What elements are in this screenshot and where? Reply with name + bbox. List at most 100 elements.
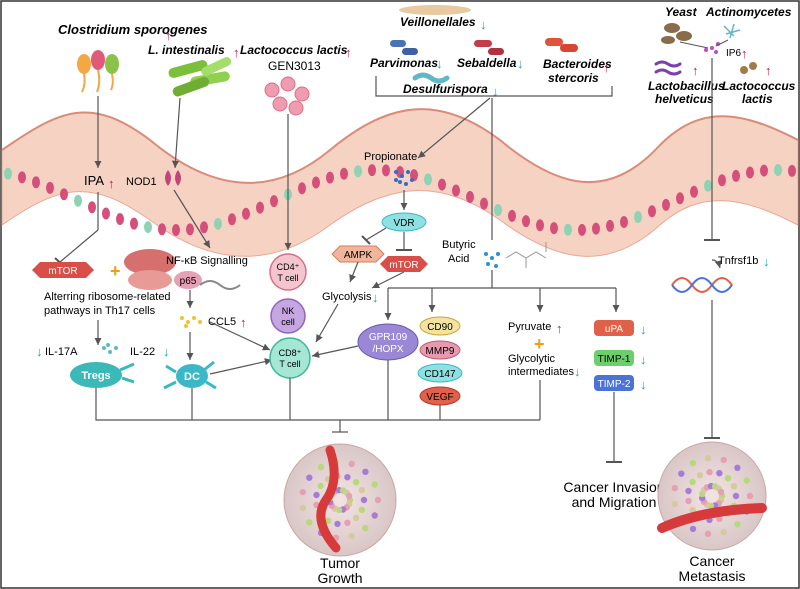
cd90-label: CD90 [427,322,453,333]
cd147-label: CD147 [424,369,456,380]
clostridium-label-1: Clostridium sporogenes [58,22,208,37]
tumor-cell [371,512,378,519]
tumor-cell [362,468,369,475]
tumor-label-1: Tumor [320,555,360,571]
epithelial-nucleus [130,217,138,230]
invasion-label-2: and Migration [572,494,657,510]
ribosome-text-2: pathways in Th17 cells [44,305,156,317]
tumor-cell [358,506,366,513]
tumor-cell [344,474,351,481]
up-arrow-icon: ↑ [556,321,563,336]
cd4-t-cell: CD4⁺ T cell [269,253,307,291]
epithelial-nucleus [480,197,488,210]
il22-label: IL-22 [130,346,155,358]
tumor-cell [689,459,697,467]
tumor-cell [696,472,704,479]
coccus-bacteria-icon [264,76,310,116]
tumor-cell [334,520,341,528]
tumor-cell [678,470,685,477]
down-arrow-icon: ↓ [640,377,647,392]
tumor-cell [299,488,306,496]
tumor-cell [720,456,727,464]
lactococcus-label: Lactococcus lactis [240,43,348,57]
dna-icon [671,277,733,293]
upa-node: uPA [594,320,634,336]
bacteroides-icon [545,38,578,52]
epithelial-nucleus [340,167,348,180]
mmp9-label: MMP9 [426,346,455,357]
metastasis-label-1: Cancer [689,553,734,569]
lactococcus-lactis-icon [740,62,757,74]
tumor-cell [717,488,725,496]
veillonellales-group: Veillonellales ↓ Parvimonas ↓ Sebaldella… [370,5,613,99]
tumor-cell [689,478,696,486]
glycolytic-label-2: intermediates [508,366,575,378]
epithelial-nucleus [718,174,726,187]
epithelial-nucleus [18,171,26,184]
down-arrow-icon: ↓ [436,56,443,71]
epithelial-nucleus [690,185,698,198]
timp2-label: TIMP-2 [598,379,631,390]
clostridium-sporogenes-group: Clostridium sporogenes ↑ [58,22,208,93]
tumor-cell [352,514,360,521]
down-arrow-icon: ↓ [480,17,487,32]
nk-cell: NK cell [270,298,306,334]
tumor-cell [374,496,382,504]
timp1-node: TIMP-1 [594,350,634,366]
lactococcus-gen3013-group: Lactococcus lactis ↑ GEN3013 [240,43,352,116]
lactococcus-tcell-pathway: CD4⁺ T cell NK cell CD8⁺ T cell [269,114,311,379]
epithelial-nucleus [606,219,614,232]
butyric-pathway: Butyric Acid GPR109 /HOPX CD90 MMP9 [311,98,647,463]
epithelial-nucleus [32,176,40,189]
tumor-cell [348,532,355,540]
epithelial-nucleus [200,221,208,234]
epithelial-nucleus [298,182,306,195]
veillonellales-label: Veillonellales [400,15,476,29]
mtor-right-node: mTOR [380,256,428,272]
epithelial-nucleus [60,188,68,201]
epithelial-nucleus [116,212,124,225]
epithelial-nucleus [634,211,642,224]
epithelial-nucleus [732,169,740,182]
cd8-cell-label: T cell [279,359,300,369]
desulfurispora-icon [412,72,450,84]
tumor-cell [362,525,369,532]
ribosome-icon [124,249,176,290]
timp1-label: TIMP-1 [598,354,631,365]
invasion-label-1: Cancer Invasion [563,479,664,495]
down-arrow-icon: ↓ [517,56,524,71]
mtor-right-label: mTOR [389,260,418,271]
epithelial-nucleus [704,179,712,192]
glycolytic-label-1: Glycolytic [508,353,556,365]
l-intestinalis-group: L. intestinalis ↑ [148,43,240,97]
epithelial-nucleus [508,209,516,222]
l-intestinalis-label: L. intestinalis [148,43,225,57]
epithelial-nucleus [424,173,432,186]
down-arrow-icon: ↓ [492,84,499,99]
epithelial-nucleus [382,164,390,177]
epithelial-nucleus [774,164,782,177]
epithelial-nucleus [172,223,180,236]
propionate-pathway: Propionate VDR AMPK mTOR Glycolysis ↓ [315,97,491,343]
tumor-cell [345,492,353,500]
tumor-cell [348,460,355,468]
ip6-group: Yeast Actinomycetes IP6 ↑ ↑ Lactobacillu… [648,5,796,241]
epithelial-nucleus [312,176,320,189]
plus-icon: + [110,261,121,281]
epithelial-nucleus [270,195,278,208]
yeast-label: Yeast [665,5,698,19]
epithelial-nucleus [592,222,600,235]
tumor-growth: Tumor Growth [283,443,397,586]
desulfurispora-label: Desulfurispora [403,82,488,96]
gen-code-label: GEN3013 [268,59,321,73]
down-arrow-icon: ↓ [36,344,43,359]
epithelial-nucleus [144,221,152,234]
tumor-cell [732,492,740,500]
epithelial-nucleus [452,184,460,197]
ccl5-dots-icon [180,316,202,328]
tumor-cell [306,474,313,481]
vdr-label: VDR [393,218,414,229]
epithelial-nucleus [102,207,110,220]
tumor-cell [706,468,713,476]
tregs-label: Tregs [81,370,110,382]
